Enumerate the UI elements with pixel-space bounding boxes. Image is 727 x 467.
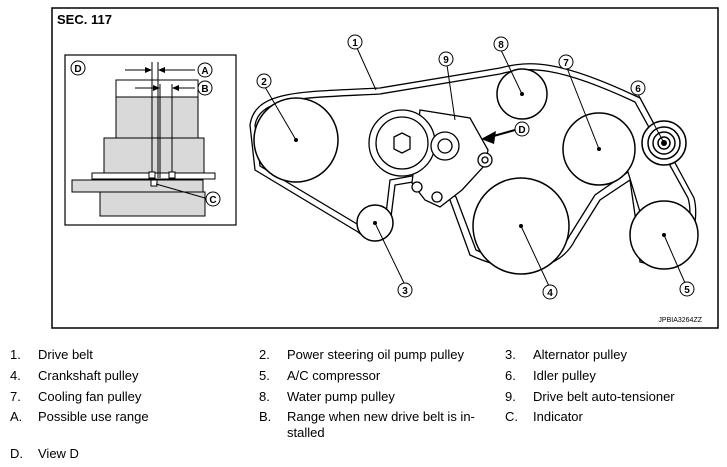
figure-frame bbox=[51, 7, 719, 329]
callout-5: 5 bbox=[684, 285, 690, 296]
section-label: SEC. 117 bbox=[57, 12, 112, 27]
callout-2: 2 bbox=[261, 77, 267, 88]
callout-1: 1 bbox=[352, 38, 358, 49]
callout-9: 9 bbox=[443, 55, 449, 66]
belt-routing-diagram: SEC. 117 D A B C bbox=[51, 7, 719, 329]
callout-8: 8 bbox=[498, 40, 504, 51]
view-d-inset: D A B C bbox=[64, 54, 237, 226]
callout-b: B bbox=[201, 84, 208, 95]
view-d-label: D bbox=[74, 64, 81, 75]
callout-a: A bbox=[201, 66, 208, 77]
callout-7: 7 bbox=[563, 58, 569, 69]
number-callouts bbox=[256, 34, 695, 300]
figure-code: JPBIA3264ZZ bbox=[658, 317, 702, 324]
leader-lines bbox=[264, 47, 686, 287]
callout-6: 6 bbox=[635, 84, 641, 95]
view-d-arrow bbox=[481, 131, 496, 144]
auto-tensioner bbox=[368, 109, 493, 208]
callout-c: C bbox=[209, 195, 216, 206]
callout-view-d: D bbox=[518, 125, 525, 136]
callout-3: 3 bbox=[402, 286, 408, 297]
callout-4: 4 bbox=[547, 288, 553, 299]
